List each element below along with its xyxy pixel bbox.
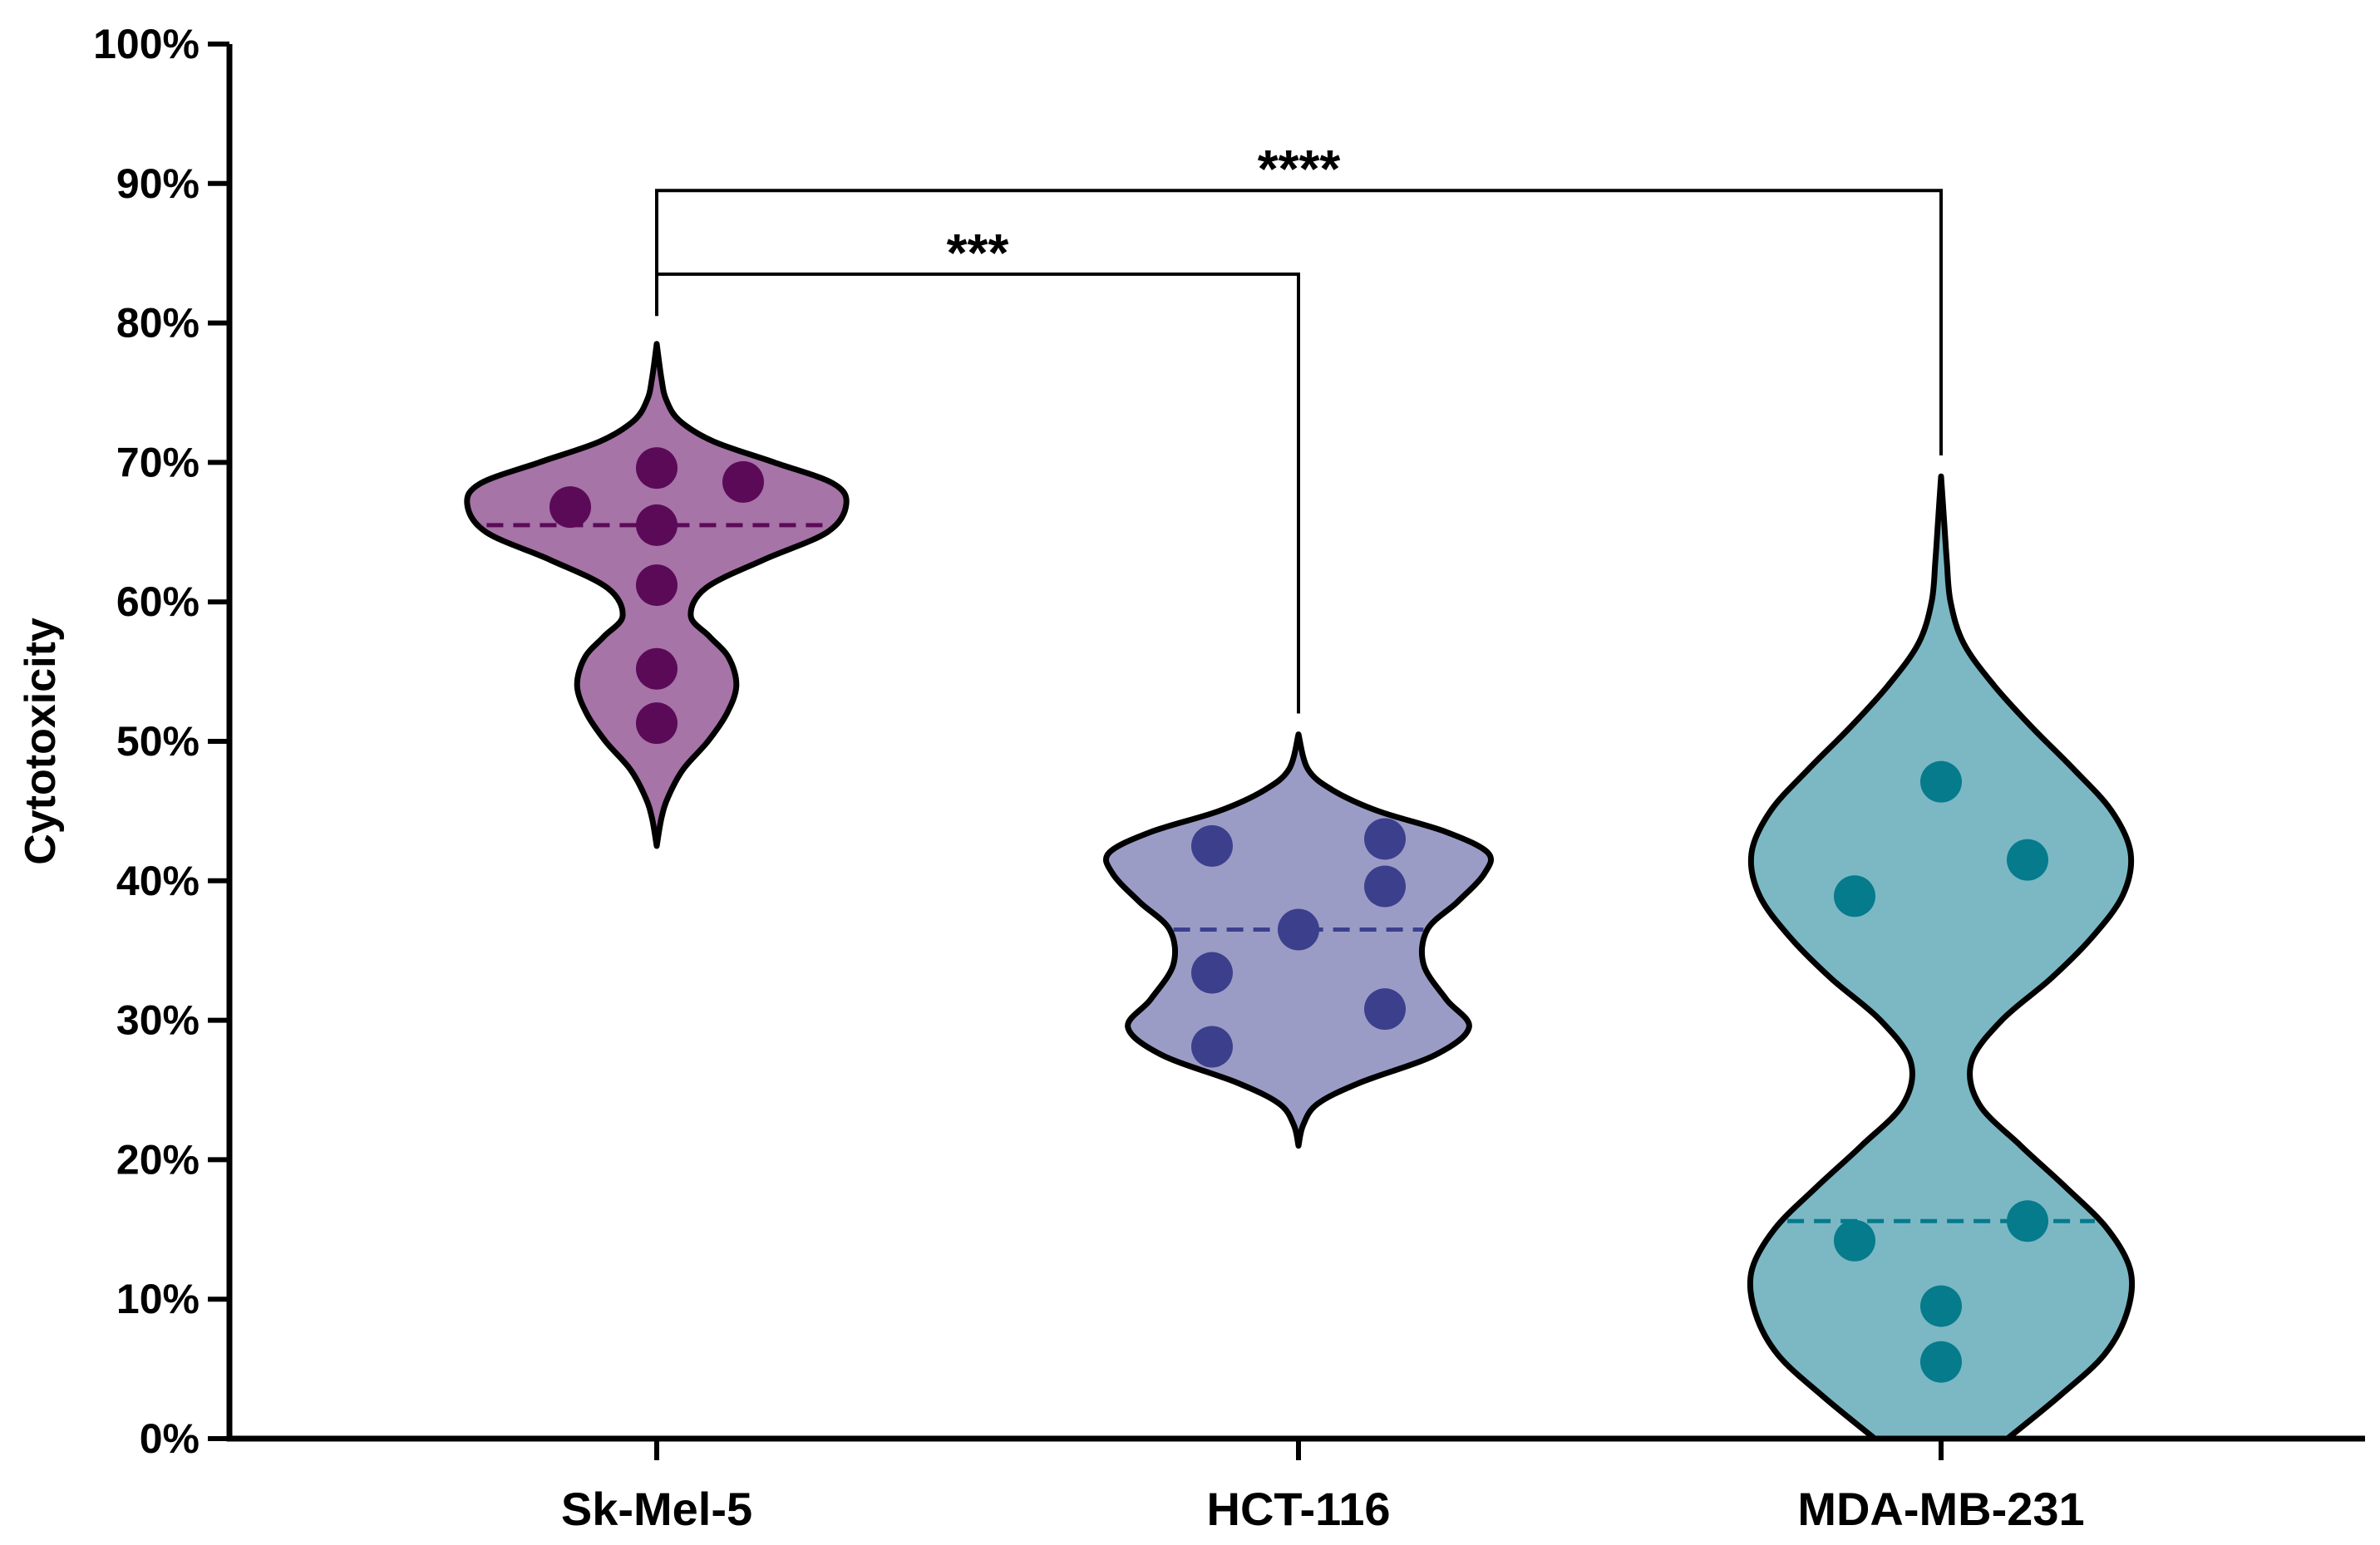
data-point [1191,952,1233,994]
data-point [722,460,764,503]
y-tick-label: 100% [93,21,200,67]
x-tick-label: MDA-MB-231 [1797,1483,2084,1535]
data-point [1920,1285,1962,1327]
y-tick-label: 60% [116,578,200,625]
data-point [636,447,678,490]
significance-label: **** [1258,139,1341,199]
data-point [1920,760,1962,803]
y-tick-label: 30% [116,997,200,1044]
data-point [636,504,678,546]
x-tick-label: Sk-Mel-5 [561,1483,752,1535]
data-point [1364,988,1406,1031]
data-point [1834,875,1875,918]
y-tick-label: 90% [116,160,200,207]
data-point [1364,865,1406,908]
data-point [1364,818,1406,860]
y-tick-label: 50% [116,718,200,765]
y-tick-label: 80% [116,300,200,347]
significance-label: *** [947,223,1009,283]
y-tick-label: 20% [116,1136,200,1183]
data-point [1278,908,1319,951]
data-point [1920,1341,1962,1383]
significance-bracket [655,272,1300,714]
points-layer [549,447,2048,1383]
significance-layer: ******* [655,139,1943,714]
x-tick-label: HCT-116 [1207,1483,1391,1535]
y-tick-label: 0% [140,1415,200,1462]
data-point [2007,1200,2048,1242]
violin-shape [1747,473,2136,1439]
data-point [549,486,591,529]
data-point [636,564,678,607]
data-point [1191,1026,1233,1068]
data-point [636,647,678,690]
violin-group [1747,473,2136,1439]
axes-layer: Cytotoxicity 0% 10% 20% 30% 40% 50% 60% 70% 80% 9… [17,21,2365,1535]
y-tick-label: 70% [116,439,200,485]
data-point [2007,839,2048,881]
data-point [1191,824,1233,867]
y-tick-label: 40% [116,858,200,904]
significance-bracket [655,189,1943,456]
y-axis-title: Cytotoxicity [17,618,65,865]
y-tick-label: 10% [116,1276,200,1322]
data-point [636,702,678,745]
data-point [1834,1219,1875,1262]
